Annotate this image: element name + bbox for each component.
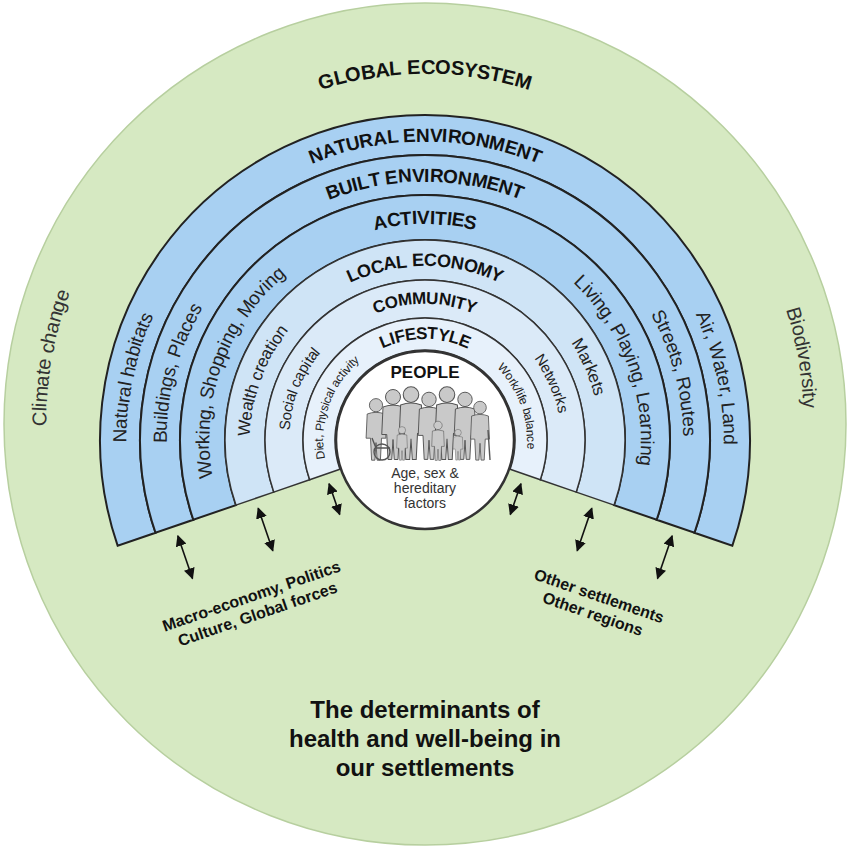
glyph: n — [524, 429, 538, 437]
glyph: S — [416, 324, 428, 344]
glyph: V — [412, 163, 425, 186]
glyph: y — [798, 397, 823, 408]
outline — [100, 115, 750, 546]
band-text: Age, sex & hereditary factors — [379, 466, 471, 511]
caption: The determinants of health and well-bein… — [280, 695, 570, 782]
glyph: E — [403, 124, 417, 148]
glyph: C — [424, 249, 438, 271]
determinant-band: BUILT ENVIRONMENTBuildings, PlacesStreet… — [140, 155, 710, 725]
glyph: n — [636, 444, 659, 456]
glyph: I — [424, 163, 429, 186]
glyph: E — [403, 324, 417, 345]
glyph: e — [312, 441, 326, 448]
glyph: I — [411, 206, 417, 229]
glyph: C — [420, 55, 435, 79]
determinant-band: LIFESTYLEDiet, Physical activityWork/lif… — [303, 318, 547, 562]
glyph: i — [636, 440, 659, 445]
glyph: r — [191, 443, 214, 450]
determinant-band: NATURAL ENVIRONMENTNatural habitatsAir, … — [100, 115, 750, 765]
glyph: C — [27, 412, 51, 427]
glyph: O — [434, 55, 451, 80]
glyph: M — [412, 289, 427, 310]
outline — [336, 351, 514, 529]
band-heading: PEOPLE — [375, 363, 475, 383]
glyph: k — [191, 434, 214, 444]
glyph: e — [677, 415, 701, 427]
glyph: s — [678, 426, 701, 436]
glyph: c — [524, 436, 538, 442]
outline — [140, 155, 710, 533]
glyph: C — [385, 207, 402, 232]
glyph: W — [235, 420, 256, 437]
glyph: L — [385, 125, 399, 149]
glyph: V — [429, 123, 443, 146]
circle-node: PEOPLE Age, sex & hereditary factors — [335, 350, 515, 530]
glyph: W — [192, 459, 217, 480]
determinant-band: COMMUNITYSocial capitalNetworksLIFESTYLE… — [265, 280, 585, 600]
glyph: E — [407, 55, 421, 79]
glyph: a — [634, 412, 658, 425]
glyph: e — [524, 442, 538, 449]
outline — [4, 3, 846, 845]
glyph: d — [718, 434, 741, 445]
glyph: g — [635, 454, 659, 467]
glyph: E — [412, 249, 425, 271]
glyph: n — [636, 430, 659, 441]
glyph: o — [191, 449, 215, 461]
glyph: T — [399, 206, 413, 230]
glyph: A — [374, 57, 391, 83]
glyph: N — [397, 164, 412, 188]
glyph: V — [417, 206, 430, 229]
glyph — [401, 55, 408, 79]
glyph: n — [718, 423, 741, 434]
glyph: L — [388, 56, 402, 81]
glyph: N — [416, 123, 430, 146]
glyph: a — [109, 418, 133, 430]
glyph: B — [148, 430, 171, 443]
glyph: R — [429, 163, 444, 187]
glyph: T — [434, 206, 447, 230]
glyph: U — [426, 289, 439, 310]
glyph: M — [397, 289, 414, 311]
glyph: N — [108, 429, 131, 443]
glyph: u — [149, 419, 173, 431]
glyph: t — [312, 438, 326, 441]
glyph: a — [717, 412, 741, 424]
glyph: m — [28, 385, 53, 403]
